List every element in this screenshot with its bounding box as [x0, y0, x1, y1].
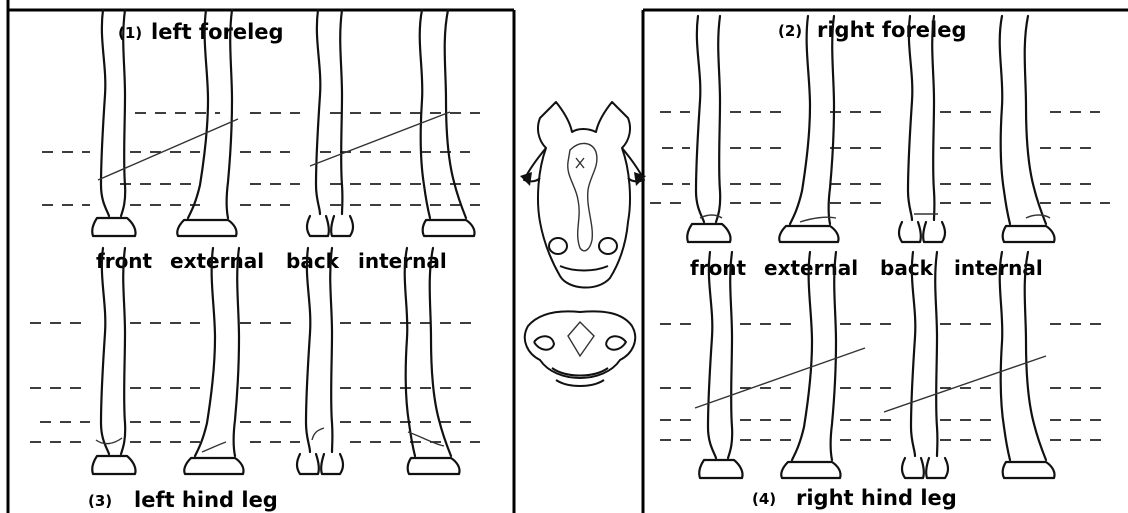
- panel-title: left foreleg: [151, 20, 284, 44]
- dashed-guides: [30, 323, 480, 442]
- dashed-guides: [42, 113, 480, 205]
- panel-title: right hind leg: [796, 486, 957, 510]
- marking-line: [1026, 215, 1050, 218]
- dashed-guides: [660, 324, 1110, 440]
- leg-outline-front: [687, 16, 730, 242]
- leg-outline-external: [184, 248, 243, 474]
- leg-outline-external: [781, 252, 840, 478]
- panel-left-foreleg: (1) left foreleg front external back i: [42, 10, 480, 273]
- panel-left-hind-leg: (3) left hind leg: [30, 248, 480, 512]
- leg-outline-external: [779, 16, 838, 242]
- view-label-external: external: [764, 256, 858, 280]
- horse-muzzle-front-view: [525, 311, 635, 386]
- leg-outline-back: [297, 248, 343, 474]
- leg-outline-internal: [1000, 16, 1055, 242]
- leg-outline-internal: [1000, 252, 1055, 478]
- leg-outline-front: [92, 10, 135, 236]
- marking-line: [98, 119, 238, 180]
- marking-line: [202, 442, 226, 452]
- view-label-back: back: [880, 256, 934, 280]
- view-label-external: external: [170, 249, 264, 273]
- panel-right-foreleg: (2) right foreleg: [650, 16, 1110, 280]
- leg-outline-back: [307, 10, 353, 236]
- panel-title: right foreleg: [817, 18, 967, 42]
- marking-line: [310, 112, 450, 166]
- leg-outline-front: [699, 252, 742, 478]
- view-label-internal: internal: [954, 256, 1043, 280]
- horse-head-front-view: [520, 102, 646, 288]
- marking-line: [884, 356, 1046, 412]
- panel-number: (1): [118, 24, 142, 42]
- leg-outline-front: [92, 248, 135, 474]
- view-label-internal: internal: [358, 249, 447, 273]
- panel-title: left hind leg: [134, 488, 278, 512]
- leg-outline-internal: [405, 248, 460, 474]
- panel-number: (2): [778, 22, 802, 40]
- panel-right-hind-leg: (4) right hind leg: [660, 252, 1110, 510]
- leg-outline-back: [902, 252, 948, 478]
- marking-line: [695, 348, 865, 408]
- leg-outline-back: [899, 16, 945, 242]
- marking-line: [96, 438, 122, 444]
- view-label-front: front: [690, 256, 747, 280]
- marking-line: [312, 428, 324, 440]
- panel-number: (3): [88, 492, 112, 510]
- leg-outline-internal: [420, 10, 475, 236]
- panel-number: (4): [752, 490, 776, 508]
